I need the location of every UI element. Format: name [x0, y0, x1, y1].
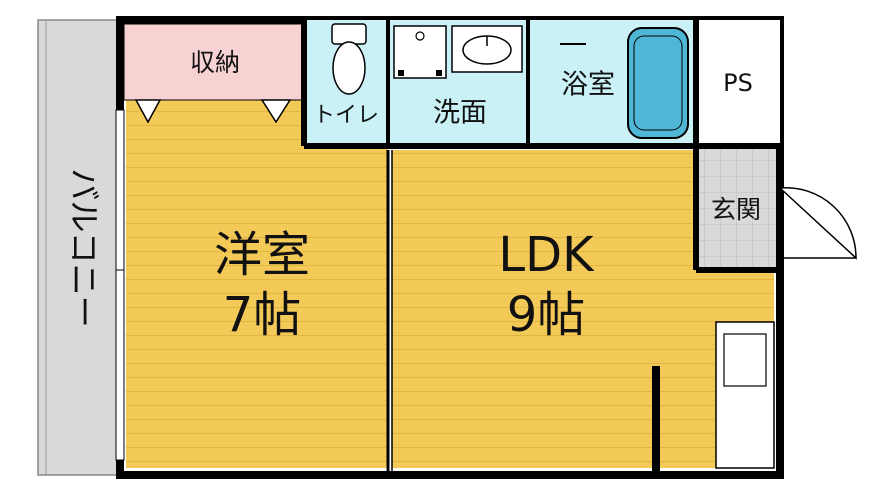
washroom-label: 洗面: [433, 98, 487, 129]
entrance-label: 玄関: [711, 195, 761, 224]
ldk-name: LDK: [498, 227, 595, 283]
western-room-name: 洋室: [214, 227, 310, 283]
entrance-door-icon: [778, 186, 857, 260]
sink-icon: [451, 25, 523, 73]
western-room-floor: [126, 100, 388, 468]
pipe-space: PS: [696, 20, 780, 146]
balcony-window: [115, 109, 125, 461]
ldk-size: 9帖: [507, 287, 586, 343]
toilet-label: トイレ: [313, 103, 379, 128]
western-room-size: 7帖: [223, 287, 302, 343]
walls: [301, 20, 780, 475]
bathroom: 浴室: [528, 20, 696, 146]
storage-label: 収納: [190, 48, 240, 77]
bathroom-label: 浴室: [561, 70, 615, 101]
closet-door-icon: [260, 99, 292, 124]
washroom: 洗面: [388, 20, 562, 146]
bathtub-icon: [627, 27, 689, 139]
toilet: トイレ: [304, 20, 388, 146]
entrance: 玄関: [696, 146, 857, 268]
kitchen-counter-icon: [715, 321, 775, 469]
ps-label: PS: [723, 69, 753, 97]
balcony: バルコニー: [37, 19, 121, 476]
toilet-icon: [331, 23, 367, 95]
storage: 収納: [123, 23, 305, 124]
balcony-label: バルコニー: [65, 168, 103, 327]
closet-door-icon: [134, 99, 162, 124]
washing-machine-icon: [393, 25, 447, 79]
